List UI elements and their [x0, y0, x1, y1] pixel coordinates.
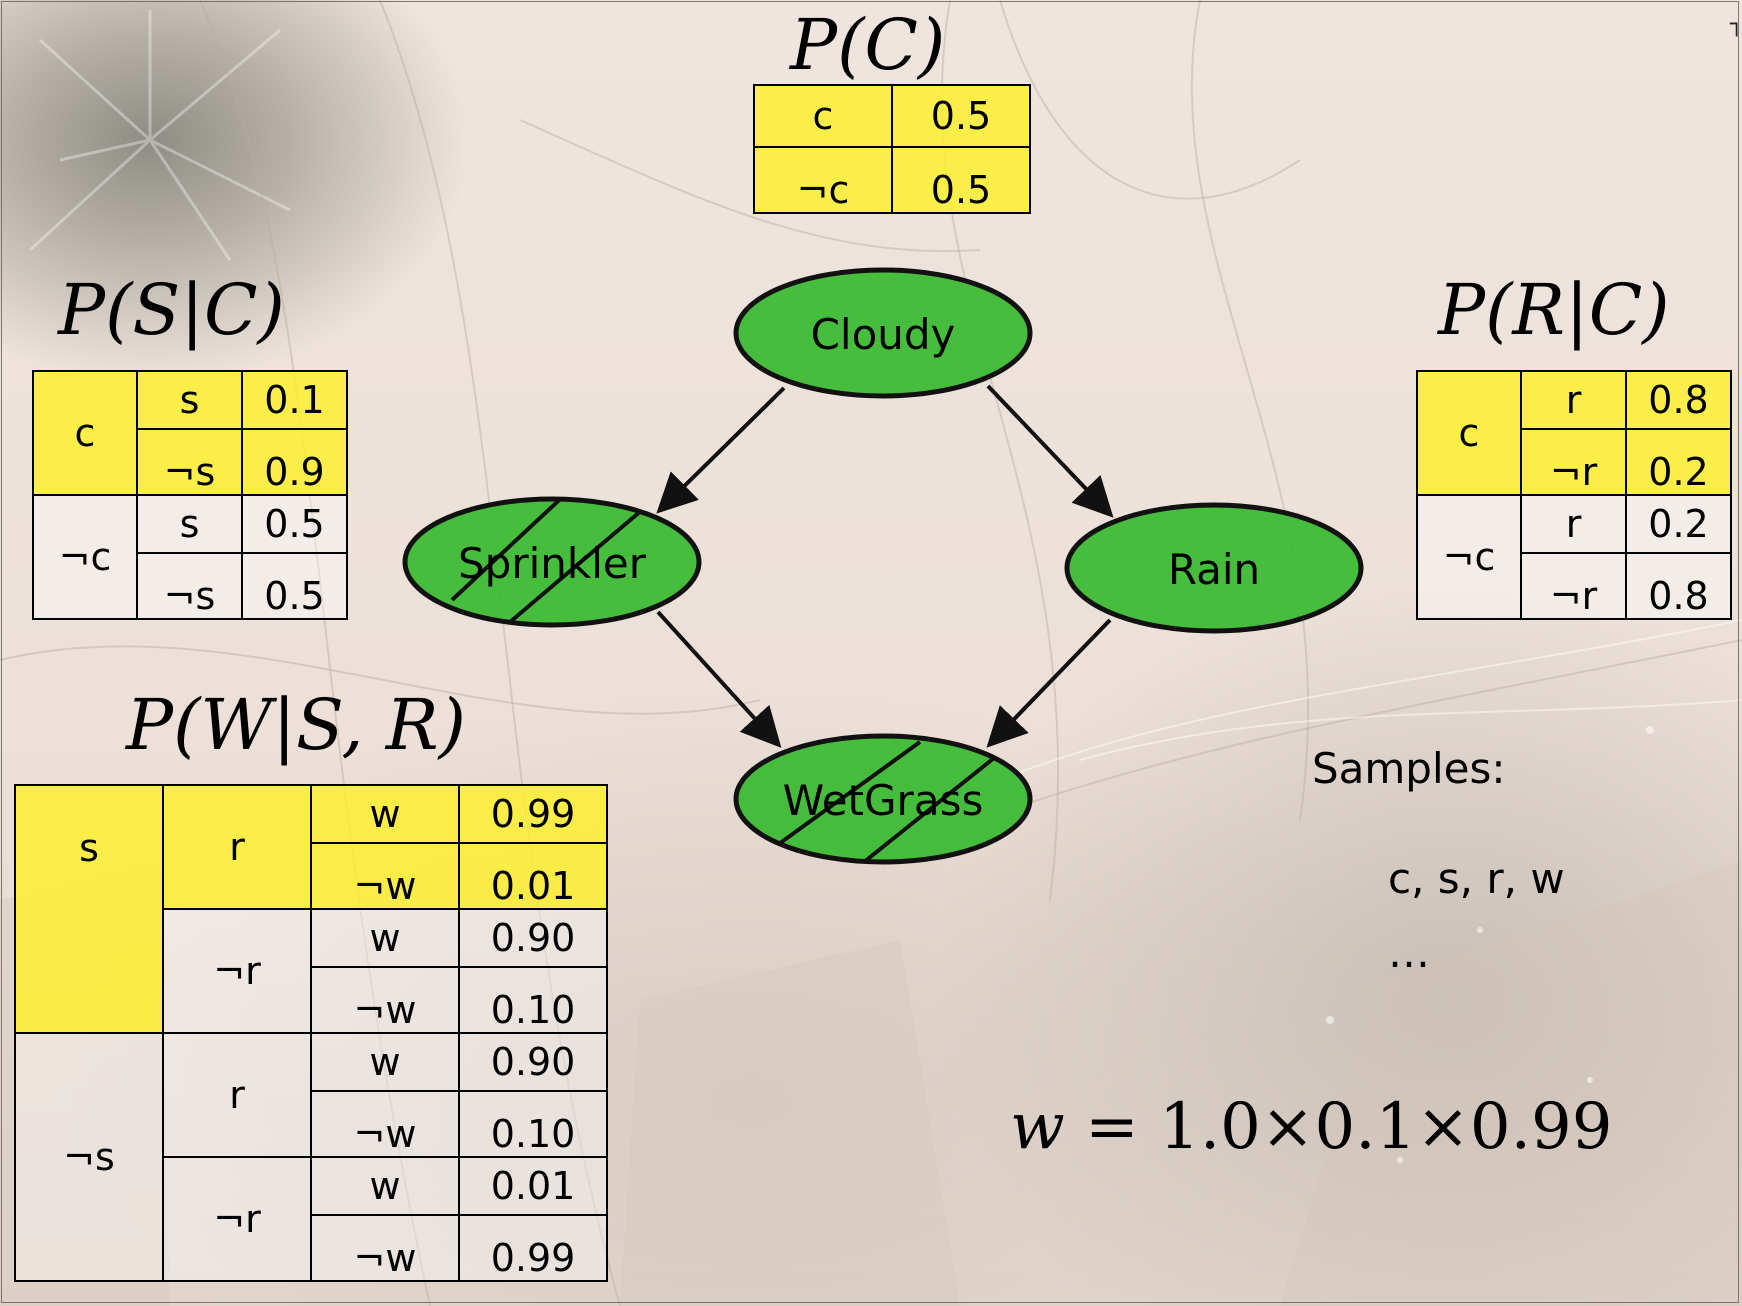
- node-wetgrass: WetGrass: [733, 733, 1033, 865]
- samples-line: c, s, r, w: [1388, 854, 1565, 903]
- prc-value: 0.8: [1625, 370, 1732, 430]
- pwsr-r-cell: r: [162, 1032, 312, 1158]
- pwsr-value: 0.10: [458, 966, 608, 1034]
- prc-label: ¬r: [1520, 552, 1627, 620]
- prc-value: 0.2: [1625, 494, 1732, 554]
- wetgrass-hatch-icon: [774, 740, 996, 862]
- pwsr-w-label: w: [310, 784, 460, 844]
- prc-table: c r 0.8 ¬r 0.2 ¬c r 0.2 ¬r 0.8: [1416, 370, 1732, 620]
- prc-title: P(R|C): [1438, 269, 1670, 351]
- pc-value-not-c: 0.5: [891, 146, 1031, 214]
- psc-parent-not-c: ¬c: [32, 494, 138, 620]
- pwsr-table: s r w 0.99 ¬w 0.01 ¬r w 0.90 ¬w 0.10 ¬s …: [14, 784, 608, 1282]
- sprinkler-hatch-icon: [450, 499, 650, 624]
- pc-value-c: 0.5: [891, 84, 1031, 148]
- edge-cloudy-sprinkler: [656, 386, 786, 514]
- node-sprinkler-label: Sprinkler: [458, 539, 647, 588]
- edge-rain-wetgrass: [986, 618, 1112, 748]
- prc-value: 0.2: [1625, 428, 1732, 496]
- samples-heading: Samples:: [1312, 744, 1506, 793]
- node-rain-label: Rain: [1168, 545, 1260, 594]
- psc-value: 0.9: [241, 428, 348, 496]
- prc-parent-not-c: ¬c: [1416, 494, 1522, 620]
- weight-eq: =: [1085, 1090, 1139, 1164]
- pwsr-s-cell: s: [14, 784, 164, 1034]
- pwsr-w-label: ¬w: [310, 966, 460, 1034]
- prc-label: r: [1520, 370, 1627, 430]
- pwsr-w-label: ¬w: [310, 1090, 460, 1158]
- pwsr-w-label: w: [310, 908, 460, 968]
- edge-cloudy-rain: [986, 384, 1114, 518]
- node-rain: Rain: [1064, 502, 1364, 634]
- psc-label: s: [136, 370, 243, 430]
- pwsr-value: 0.99: [458, 784, 608, 844]
- pwsr-w-label: ¬w: [310, 1214, 460, 1282]
- corner-mark-icon: ┐: [1730, 12, 1742, 37]
- pwsr-title: P(W|S, R): [126, 684, 466, 766]
- node-cloudy: Cloudy: [733, 267, 1033, 399]
- pwsr-r-cell: ¬r: [162, 908, 312, 1034]
- pwsr-r-cell: ¬r: [162, 1156, 312, 1282]
- node-cloudy-label: Cloudy: [811, 310, 956, 359]
- node-sprinkler: Sprinkler: [402, 496, 702, 628]
- pc-label-c: c: [753, 84, 893, 148]
- psc-value: 0.1: [241, 370, 348, 430]
- samples-more: …: [1388, 928, 1430, 977]
- pwsr-w-label: ¬w: [310, 842, 460, 910]
- weight-var: w: [1010, 1090, 1065, 1164]
- psc-label: ¬s: [136, 552, 243, 620]
- prc-label: r: [1520, 494, 1627, 554]
- prc-parent-c: c: [1416, 370, 1522, 496]
- weight-formula: w = 1.0×0.1×0.99: [1010, 1090, 1612, 1164]
- psc-parent-c: c: [32, 370, 138, 496]
- psc-label: ¬s: [136, 428, 243, 496]
- pwsr-value: 0.01: [458, 842, 608, 910]
- psc-title: P(S|C): [58, 269, 285, 351]
- pwsr-w-label: w: [310, 1032, 460, 1092]
- pwsr-value: 0.90: [458, 908, 608, 968]
- pc-title: P(C): [790, 4, 946, 86]
- psc-value: 0.5: [241, 494, 348, 554]
- pwsr-value: 0.99: [458, 1214, 608, 1282]
- node-wetgrass-label: WetGrass: [783, 776, 984, 825]
- edge-sprinkler-wetgrass: [656, 610, 782, 748]
- psc-value: 0.5: [241, 552, 348, 620]
- pwsr-value: 0.10: [458, 1090, 608, 1158]
- weight-expr: 1.0×0.1×0.99: [1159, 1090, 1613, 1164]
- pwsr-w-label: w: [310, 1156, 460, 1216]
- pc-label-not-c: ¬c: [753, 146, 893, 214]
- pc-table: c 0.5 ¬c 0.5: [753, 84, 1031, 214]
- psc-label: s: [136, 494, 243, 554]
- psc-table: c s 0.1 ¬s 0.9 ¬c s 0.5 ¬s 0.5: [32, 370, 348, 620]
- pwsr-value: 0.90: [458, 1032, 608, 1092]
- pwsr-value: 0.01: [458, 1156, 608, 1216]
- prc-value: 0.8: [1625, 552, 1732, 620]
- prc-label: ¬r: [1520, 428, 1627, 496]
- pwsr-s-cell: ¬s: [14, 1032, 164, 1282]
- pwsr-r-cell: r: [162, 784, 312, 910]
